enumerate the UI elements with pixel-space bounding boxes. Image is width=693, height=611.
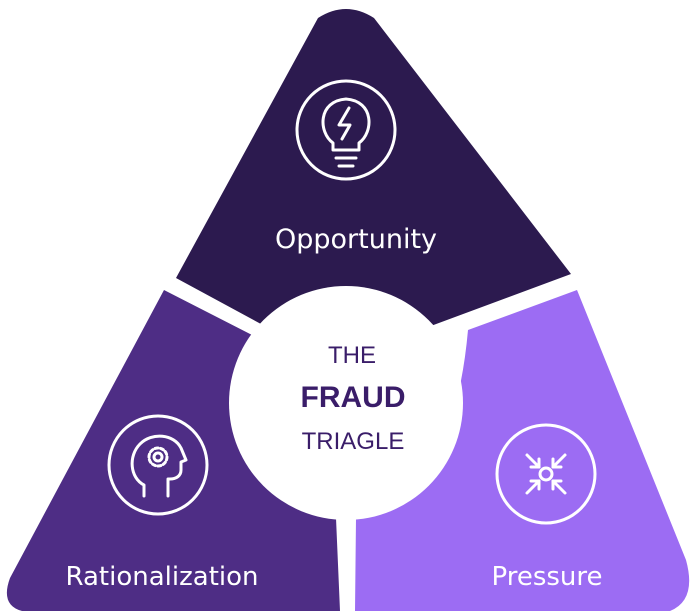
head-gear-icon xyxy=(107,414,209,516)
segment-pressure: Pressure xyxy=(355,290,690,611)
rationalization-label: Rationalization xyxy=(66,562,259,592)
center-line-1: THE xyxy=(328,342,376,369)
segment-rationalization: Rationalization xyxy=(6,290,340,611)
center-circle xyxy=(229,286,463,520)
pressure-label: Pressure xyxy=(491,562,602,592)
segment-opportunity: Opportunity xyxy=(176,9,571,330)
center-line-3: TRIAGLE xyxy=(302,428,405,455)
center-line-2: FRAUD xyxy=(301,381,406,414)
compress-arrows-icon xyxy=(495,423,597,525)
center-hub: THE FRAUD TRIAGLE xyxy=(229,286,463,520)
pressure-shape xyxy=(355,290,690,611)
rationalization-shape xyxy=(6,290,340,611)
opportunity-label: Opportunity xyxy=(275,224,437,255)
lightbulb-icon xyxy=(295,79,397,181)
